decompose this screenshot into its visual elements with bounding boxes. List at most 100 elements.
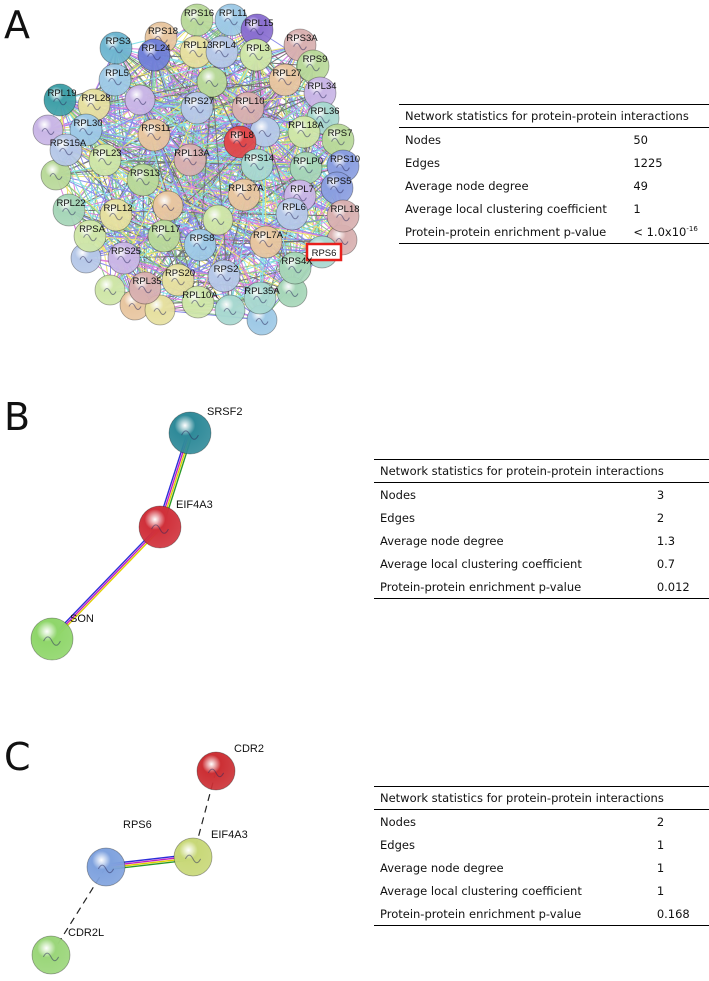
interaction-edge <box>197 267 296 303</box>
protein-structure-icon <box>297 129 311 138</box>
protein-node[interactable] <box>161 263 195 297</box>
protein-structure-icon <box>237 192 251 201</box>
row-value: 1225 <box>633 155 663 170</box>
protein-node[interactable] <box>227 178 261 212</box>
protein-node[interactable] <box>173 143 207 177</box>
node-label: RPL8 <box>230 130 254 141</box>
protein-node[interactable] <box>243 281 277 315</box>
row-value: 3 <box>656 487 665 502</box>
row-label: Average local clustering coefficient <box>405 201 607 216</box>
protein-node[interactable] <box>249 225 283 259</box>
interaction-edge <box>109 205 169 291</box>
node-label: RPS3 <box>106 36 131 47</box>
protein-node[interactable] <box>152 190 184 222</box>
protein-node[interactable] <box>69 113 103 147</box>
protein-node[interactable] <box>231 91 265 125</box>
node-label: RPS15A <box>50 138 87 149</box>
row-label: Edges <box>405 155 440 170</box>
protein-node[interactable] <box>214 294 246 326</box>
row-value: 0.7 <box>656 556 676 571</box>
row-value: 1.3 <box>656 533 676 548</box>
protein-node[interactable] <box>196 66 228 98</box>
protein-node[interactable] <box>49 133 83 167</box>
protein-node[interactable] <box>180 3 214 37</box>
protein-node-eif4a3[interactable] <box>173 837 213 877</box>
row-value: 2 <box>656 814 665 829</box>
protein-node[interactable] <box>181 285 215 319</box>
protein-node[interactable] <box>126 163 160 197</box>
protein-node[interactable] <box>147 219 181 253</box>
protein-node[interactable] <box>223 125 257 159</box>
protein-node[interactable] <box>107 241 141 275</box>
protein-node-rps6[interactable] <box>86 847 126 887</box>
protein-node[interactable] <box>73 219 107 253</box>
node-label: RPL18 <box>330 204 359 215</box>
node-label-son: SON <box>70 613 94 625</box>
protein-node[interactable] <box>137 118 171 152</box>
protein-node[interactable] <box>326 199 360 233</box>
node-label: RPL3 <box>246 43 270 54</box>
node-label: RPL5 <box>105 68 129 79</box>
protein-structure-icon <box>285 211 299 220</box>
protein-node-cdr2l[interactable] <box>31 935 71 975</box>
row-value: 2 <box>656 510 665 525</box>
highlight-box <box>305 242 343 262</box>
row-value: 1 <box>656 837 665 852</box>
p-value-exponent: -16 <box>686 224 698 233</box>
protein-node[interactable] <box>124 84 156 116</box>
protein-structure-icon <box>288 265 302 274</box>
row-label: Nodes <box>405 132 442 147</box>
node-label: RPL35A <box>244 286 280 297</box>
protein-node-srsf2[interactable] <box>168 411 212 455</box>
protein-node[interactable] <box>240 148 274 182</box>
protein-node[interactable] <box>205 35 239 69</box>
protein-structure-icon <box>193 242 207 251</box>
protein-structure-icon <box>49 173 63 180</box>
row-value: 1 <box>656 883 665 898</box>
protein-node[interactable] <box>32 114 64 146</box>
protein-node[interactable] <box>144 294 176 326</box>
protein-node[interactable] <box>202 204 234 236</box>
protein-node[interactable] <box>287 115 321 149</box>
protein-structure-icon <box>62 207 76 216</box>
protein-node[interactable] <box>52 193 86 227</box>
protein-node-cdr2[interactable] <box>196 751 236 791</box>
protein-node[interactable] <box>207 259 241 293</box>
row-label: Average node degree <box>380 860 504 875</box>
protein-node[interactable] <box>180 91 214 125</box>
protein-structure-icon <box>253 295 267 304</box>
protein-node[interactable] <box>268 63 302 97</box>
protein-node[interactable] <box>94 274 126 306</box>
node-label: RPL36 <box>310 106 339 117</box>
protein-node-son[interactable] <box>30 617 74 661</box>
protein-node[interactable] <box>128 271 162 305</box>
protein-node[interactable] <box>137 38 171 72</box>
interaction-edge <box>114 79 324 119</box>
node-label-eif4a3: EIF4A3 <box>211 829 248 841</box>
protein-structure-icon <box>249 52 263 61</box>
protein-structure-icon <box>87 102 101 111</box>
protein-node[interactable] <box>88 143 122 177</box>
protein-node[interactable] <box>99 31 133 65</box>
interaction-edge <box>85 117 324 131</box>
protein-node[interactable] <box>43 83 77 117</box>
protein-structure-icon <box>183 157 197 166</box>
protein-node[interactable] <box>239 38 273 72</box>
protein-node[interactable] <box>99 198 133 232</box>
protein-node[interactable] <box>98 63 132 97</box>
protein-structure-icon <box>42 952 60 962</box>
protein-node[interactable] <box>183 228 217 262</box>
protein-node[interactable] <box>275 197 309 231</box>
protein-node[interactable] <box>278 251 312 285</box>
row-label: Average local clustering coefficient <box>380 556 582 571</box>
protein-structure-icon <box>293 42 307 51</box>
interaction-edge <box>52 527 162 641</box>
node-label: RPL13 <box>183 40 212 51</box>
panel-c-letter: C <box>4 735 31 779</box>
protein-node-eif4a3[interactable] <box>138 505 182 549</box>
row-label: Edges <box>380 837 415 852</box>
node-label: RPL24 <box>141 43 170 54</box>
protein-structure-icon <box>278 77 292 86</box>
